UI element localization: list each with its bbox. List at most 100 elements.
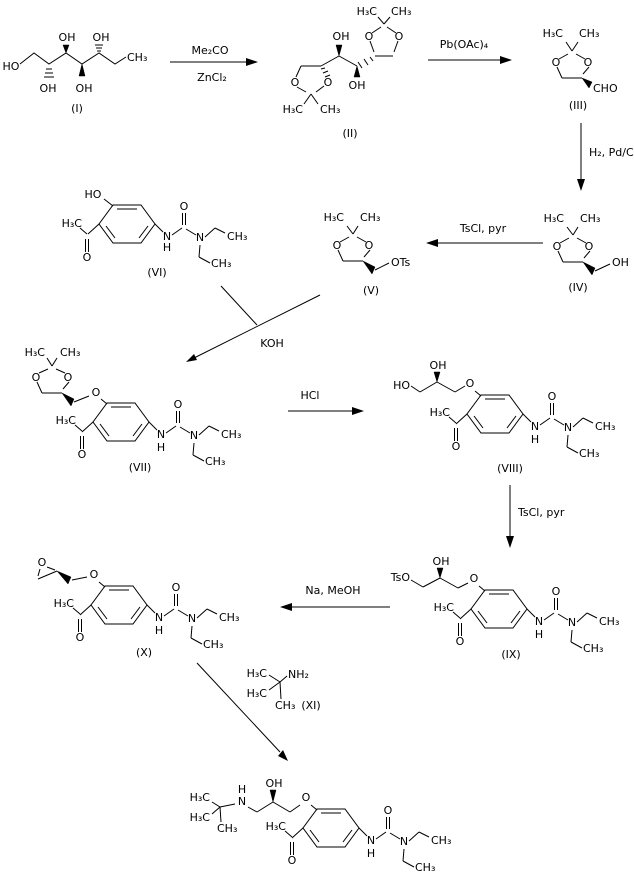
atom-label-ch3: CH₃ bbox=[60, 346, 80, 359]
atom-label-h3c: H₃C bbox=[62, 217, 83, 230]
atom-label-ch3: CH₃ bbox=[127, 51, 147, 64]
atom-label-oh: OH bbox=[612, 256, 629, 269]
atom-label-h3c: H₃C bbox=[544, 212, 565, 225]
atom-label-o: O bbox=[172, 581, 181, 594]
compound-label-IV: (IV) bbox=[568, 281, 587, 294]
reaction-arrow-4: TsCl, pyr bbox=[426, 222, 543, 247]
atom-label-ch3: CH₃ bbox=[580, 212, 600, 225]
atom-label-o: O bbox=[365, 239, 374, 252]
atom-label-ch3: CH₃ bbox=[211, 257, 231, 270]
atom-label-h: H bbox=[531, 433, 539, 446]
structure-I: HO OH OH OH OH CH₃ (I) bbox=[3, 31, 148, 115]
atom-label-cho: CHO bbox=[593, 82, 618, 95]
atom-label-o: O bbox=[395, 30, 404, 43]
atom-label-h: H bbox=[367, 847, 375, 860]
structure-VI: HO N H O N CH₃ CH₃ O H₃C (VI) bbox=[62, 188, 248, 279]
atom-label-oh: OH bbox=[76, 82, 93, 95]
atom-label-n: N bbox=[157, 428, 165, 441]
atom-label-ch3: CH₃ bbox=[221, 428, 241, 441]
atom-label-nh2: NH₂ bbox=[288, 668, 309, 681]
atom-label-n: N bbox=[531, 420, 539, 433]
atom-label-oh: OH bbox=[93, 31, 110, 44]
compound-label-II: (II) bbox=[342, 127, 357, 140]
atom-label-oh: OH bbox=[40, 82, 57, 95]
atom-label-ch3: CH₃ bbox=[595, 420, 615, 433]
atom-label-ch3: CH₃ bbox=[415, 861, 435, 874]
reaction-arrow-8: Na, MeOH bbox=[280, 584, 390, 611]
compound-label-VI: (VI) bbox=[147, 266, 166, 279]
atom-label-ch3: CH₃ bbox=[320, 103, 340, 116]
atom-label-h3c: H₃C bbox=[25, 346, 46, 359]
atom-label-h: H bbox=[155, 624, 163, 637]
atom-label-ho: HO bbox=[393, 379, 410, 392]
structure-X: O O N H O N CH₃ CH₃ O H₃C (X) bbox=[37, 556, 239, 659]
atom-label-n: N bbox=[155, 611, 163, 624]
atom-label-o: O bbox=[384, 804, 393, 817]
atom-label-o: O bbox=[456, 635, 465, 648]
atom-label-oh: OH bbox=[59, 31, 76, 44]
atom-label-o: O bbox=[585, 240, 594, 253]
atom-label-h3c: H₃C bbox=[434, 601, 455, 614]
atom-label-o: O bbox=[552, 585, 561, 598]
atom-label-ch3: CH₃ bbox=[599, 615, 619, 628]
reagent-pboac4: Pb(OAc)₄ bbox=[440, 38, 489, 51]
atom-label-h3c: H₃C bbox=[190, 791, 211, 804]
atom-label-o: O bbox=[291, 76, 300, 89]
structure-IV: H₃C CH₃ O O OH (IV) bbox=[544, 212, 629, 294]
atom-label-h3c: H₃C bbox=[247, 667, 268, 680]
reaction-arrow-9 bbox=[196, 662, 288, 761]
atom-label-o: O bbox=[32, 371, 41, 384]
atom-label-o: O bbox=[174, 398, 183, 411]
compound-label-VII: (VII) bbox=[129, 461, 152, 474]
atom-label-oh: OH bbox=[266, 777, 283, 790]
compound-label-X: (X) bbox=[136, 646, 152, 659]
atom-label-ch3: CH₃ bbox=[391, 5, 411, 18]
atom-label-o: O bbox=[548, 390, 557, 403]
atom-label-ots: OTs bbox=[391, 256, 411, 269]
atom-label-oh: OH bbox=[433, 555, 450, 568]
atom-label-ch3: CH₃ bbox=[360, 211, 380, 224]
atom-label-h3c: H₃C bbox=[247, 687, 268, 700]
structure-XI: H₃C NH₂ H₃C CH₃ (XI) bbox=[247, 667, 321, 712]
atom-label-h: H bbox=[238, 783, 246, 796]
structure-IX: TsO OH O N H O N CH₃ CH₃ O H₃C (IX) bbox=[390, 555, 620, 661]
atom-label-h3c: H₃C bbox=[543, 27, 564, 40]
structure-VII: H₃C CH₃ O O O N H O N CH₃ CH₃ O H₃C (VII… bbox=[25, 346, 242, 474]
atom-label-ch3: CH₃ bbox=[579, 447, 599, 460]
atom-label-n: N bbox=[367, 834, 375, 847]
atom-label-h3c: H₃C bbox=[56, 414, 77, 427]
atom-label-ch3: CH₃ bbox=[583, 642, 603, 655]
reagent-me2co: Me₂CO bbox=[191, 44, 228, 57]
reagent-tscl-pyr-1: TsCl, pyr bbox=[459, 222, 507, 235]
structure-II: H₃C CH₃ O O OH OH O O H₃C CH₃ (II) bbox=[283, 5, 412, 140]
atom-label-n: N bbox=[190, 429, 198, 442]
reagent-h2-pdc: H₂, Pd/C bbox=[589, 146, 634, 159]
atom-label-h3c: H₃C bbox=[283, 103, 304, 116]
atom-label-o: O bbox=[64, 371, 73, 384]
reagent-koh: KOH bbox=[260, 337, 284, 350]
atom-label-ch3: CH₃ bbox=[227, 230, 247, 243]
structure-VIII: HO OH O N H O N CH₃ CH₃ O H₃C (VIII) bbox=[393, 359, 615, 475]
atom-label-ch3: CH₃ bbox=[219, 611, 239, 624]
atom-label-o: O bbox=[452, 440, 461, 453]
atom-label-oh: OH bbox=[430, 359, 447, 372]
compound-label-I: (I) bbox=[71, 102, 83, 115]
atom-label-h3c: H₃C bbox=[54, 597, 75, 610]
atom-label-o: O bbox=[466, 377, 475, 390]
compound-label-IX: (IX) bbox=[501, 648, 520, 661]
reaction-arrow-5: KOH bbox=[186, 285, 321, 362]
atom-label-o: O bbox=[365, 30, 374, 43]
compound-label-VIII: (VIII) bbox=[497, 462, 523, 475]
atom-label-n: N bbox=[568, 616, 576, 629]
reagent-hcl: HCl bbox=[300, 389, 319, 402]
atom-label-o: O bbox=[92, 386, 101, 399]
atom-label-o: O bbox=[333, 239, 342, 252]
atom-label-ch3: CH₃ bbox=[205, 455, 225, 468]
atom-label-ch3: CH₃ bbox=[217, 822, 237, 835]
compound-label-XI: (XI) bbox=[301, 699, 320, 712]
atom-label-ho: HO bbox=[3, 60, 20, 73]
atom-label-ch3: CH₃ bbox=[431, 834, 451, 847]
atom-label-ch3: CH₃ bbox=[275, 699, 295, 712]
atom-label-h: H bbox=[157, 441, 165, 454]
